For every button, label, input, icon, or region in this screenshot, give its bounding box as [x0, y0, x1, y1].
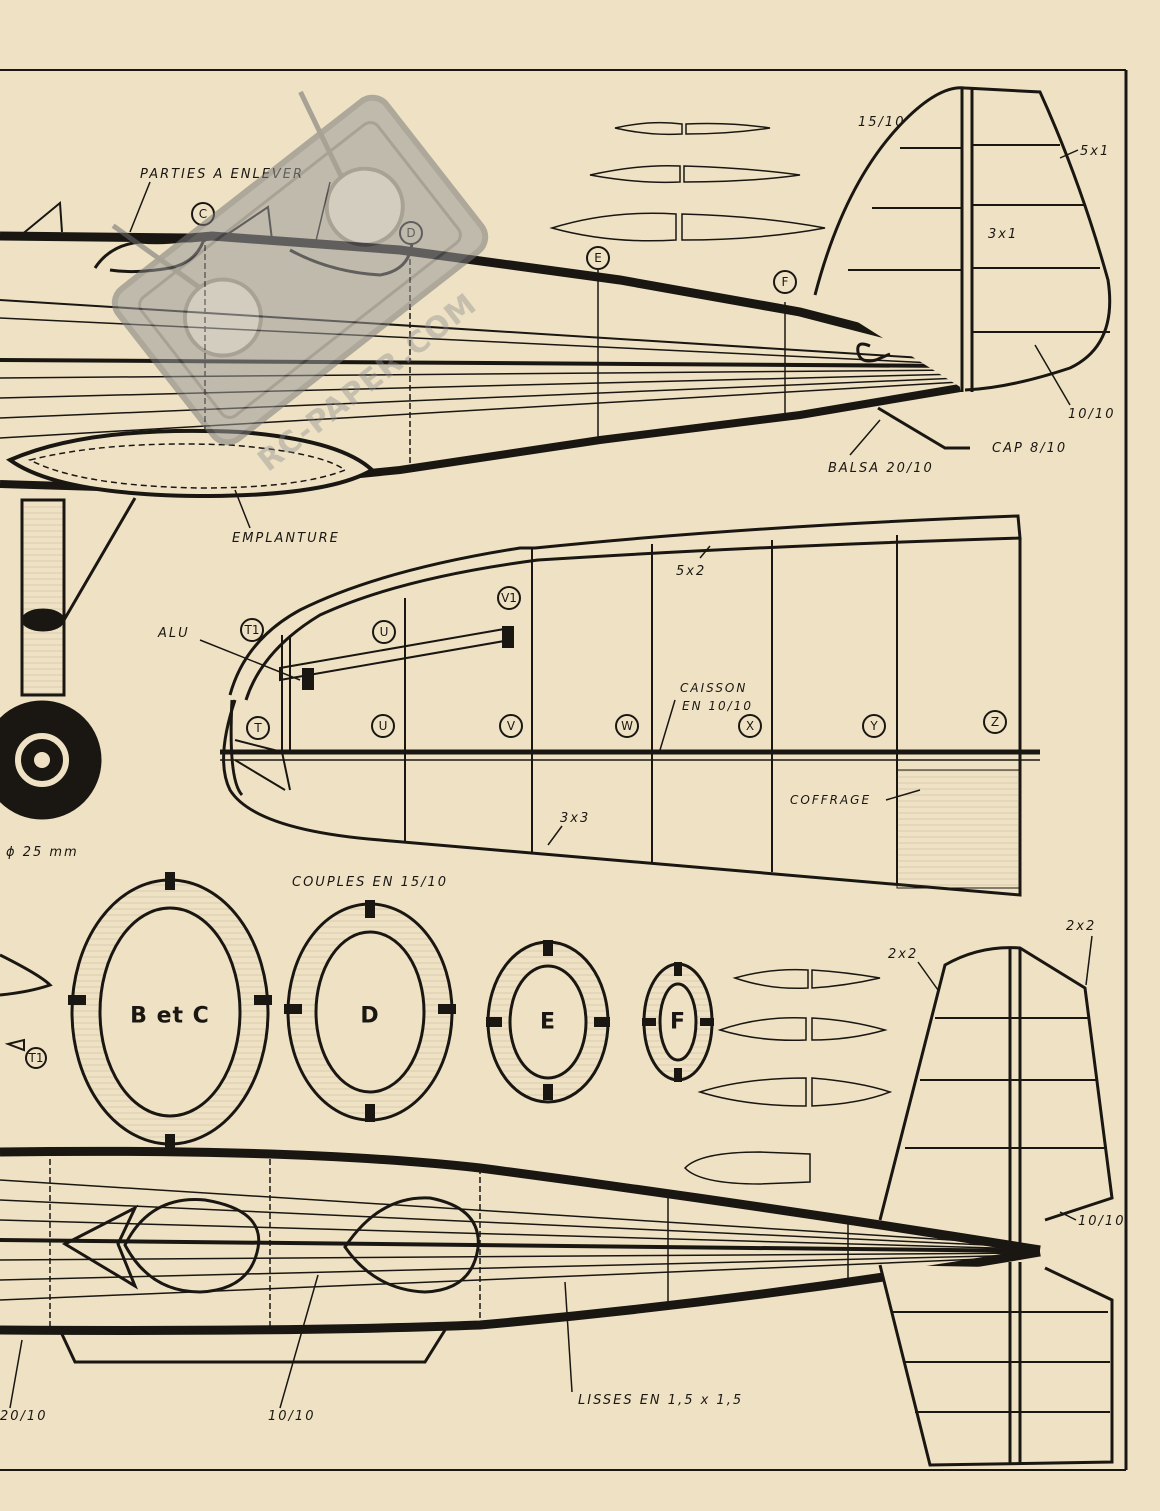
bottom-20-10-label: 20/10 [0, 1409, 47, 1424]
wing-station-markers: T1 U V1 T U V W X [240, 586, 1007, 740]
station-f-marker: F [773, 270, 797, 294]
fin-5x1-label: 5x1 [1080, 144, 1110, 159]
station-t1-top-label: T1 [244, 623, 260, 637]
wing-3x3-label: 3x3 [560, 811, 590, 826]
tail-2x2-left-label: 2x2 [888, 947, 918, 962]
fuselage-top-view [0, 946, 1114, 1467]
station-f-label: F [782, 275, 789, 289]
station-t1-top-marker: T1 [240, 618, 264, 642]
lisses-label: LISSES EN 1,5 x 1,5 [578, 1393, 743, 1408]
station-x-marker: X [738, 714, 762, 738]
station-e-label: E [594, 251, 602, 265]
station-t1-small-label: T1 [28, 1051, 44, 1065]
station-v-label: V [507, 719, 516, 733]
station-t-label: T [253, 721, 262, 735]
alu-label: ALU [157, 626, 190, 641]
station-c-label: C [199, 207, 207, 221]
bottom-10-10-label: 10/10 [268, 1409, 315, 1424]
station-v1-top-marker: V1 [497, 586, 521, 610]
station-w-marker: W [615, 714, 639, 738]
wheel-diameter-label: ϕ 25 mm [6, 845, 79, 860]
cap-8-10-label: CAP 8/10 [992, 441, 1067, 456]
station-y-marker: Y [862, 714, 886, 738]
station-z-label: Z [991, 715, 999, 729]
former-d: D [284, 900, 456, 1122]
former-e: E [486, 940, 610, 1104]
station-t1-small-marker: T1 [25, 1047, 47, 1069]
fin-rib-sections [549, 121, 826, 242]
station-v1-top-label: V1 [501, 591, 517, 605]
station-z-marker: Z [983, 710, 1007, 734]
former-b-et-c: B et C [68, 872, 272, 1152]
former-f: F [642, 962, 714, 1082]
station-u-top-label: U [380, 625, 389, 639]
former-b-et-c-label: B et C [130, 1004, 210, 1029]
fin-3x1-label: 3x1 [988, 227, 1018, 242]
tail-rib-sections [683, 968, 893, 1185]
rib-section-left [0, 953, 53, 997]
caisson-label: CAISSON [680, 681, 747, 695]
former-e-label: E [540, 1010, 556, 1035]
fin-15-10-label: 15/10 [858, 115, 905, 130]
station-u-label: U [379, 719, 388, 733]
station-u-top-marker: U [372, 620, 396, 644]
station-e-marker: E [586, 246, 610, 270]
former-f-label: F [670, 1010, 686, 1035]
station-x-label: X [746, 719, 754, 733]
emplanture-label: EMPLANTURE [232, 531, 340, 546]
station-u-marker: U [371, 714, 395, 738]
former-d-label: D [360, 1004, 379, 1029]
wing-planform [220, 514, 1040, 897]
tail-2x2-right-label: 2x2 [1066, 919, 1096, 934]
tail-10-10-label: 10/10 [1078, 1214, 1125, 1229]
caisson-en-label: EN 10/10 [682, 699, 753, 713]
fin-10-10-label: 10/10 [1068, 407, 1115, 422]
station-y-label: Y [869, 719, 878, 733]
rib-section-t1 [4, 1038, 25, 1052]
coffrage-label: COFFRAGE [790, 793, 871, 807]
balsa-20-10-label: BALSA 20/10 [828, 461, 934, 476]
couples-label: COUPLES EN 15/10 [292, 875, 448, 890]
station-v-marker: V [499, 714, 523, 738]
station-t-marker: T [246, 716, 270, 740]
wing-5x2-label: 5x2 [676, 564, 706, 579]
station-w-label: W [621, 719, 633, 733]
